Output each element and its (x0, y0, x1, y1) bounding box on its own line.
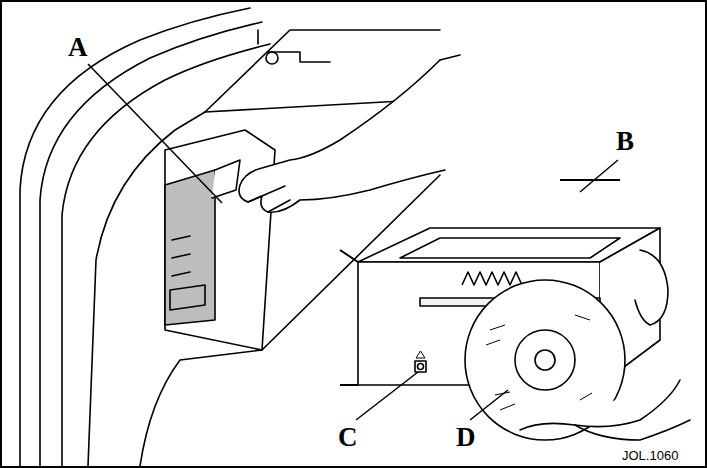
disc-hole (535, 350, 555, 370)
callout-letter: C (338, 424, 358, 451)
sleeve (440, 55, 460, 60)
fingers (520, 380, 680, 430)
panel-opening (165, 170, 215, 325)
logo (462, 272, 522, 285)
leader-line (356, 372, 418, 420)
leader-line (88, 64, 222, 203)
leader-lines (88, 64, 618, 420)
car-interior (20, 8, 440, 466)
callout-letter: B (616, 128, 634, 155)
player-lid (400, 238, 620, 258)
body-line (20, 8, 250, 466)
fingers (248, 186, 290, 212)
panel-detail (170, 285, 205, 310)
arm (239, 60, 445, 212)
floor-edge (140, 350, 262, 466)
figure-code: JOL.1060 (622, 449, 678, 462)
latch-knob (266, 52, 278, 64)
panel-cover (212, 160, 240, 198)
eject-button-center (418, 364, 424, 370)
latch (258, 30, 330, 62)
leader-line (470, 390, 508, 420)
eject-symbol (416, 351, 425, 358)
side-panel (165, 130, 275, 350)
leader-line (580, 160, 618, 192)
callout-letter: D (456, 424, 476, 451)
finger-line (575, 420, 690, 440)
thumb (635, 250, 668, 325)
arm-and-hand (239, 55, 460, 212)
hand-on-disc (520, 250, 690, 440)
callout-letter: A (68, 34, 88, 61)
eject-button (415, 361, 426, 372)
disc-hub (515, 330, 575, 390)
panel-detail (172, 236, 190, 276)
